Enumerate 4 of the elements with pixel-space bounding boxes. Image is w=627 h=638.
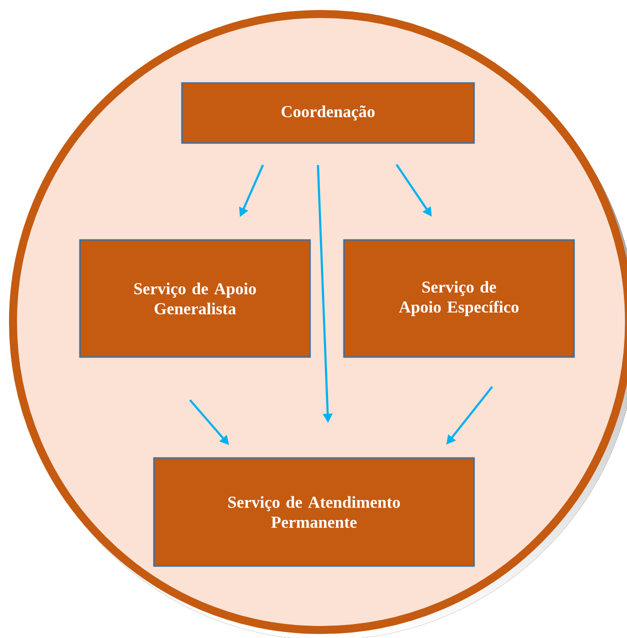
process-box: Serviço de Apoio Generalista bbox=[79, 239, 311, 358]
process-box: Serviço de Apoio Específico bbox=[343, 239, 575, 358]
process-box: Serviço de Atendimento Permanente bbox=[153, 457, 475, 567]
process-box: Coordenação bbox=[181, 82, 475, 144]
